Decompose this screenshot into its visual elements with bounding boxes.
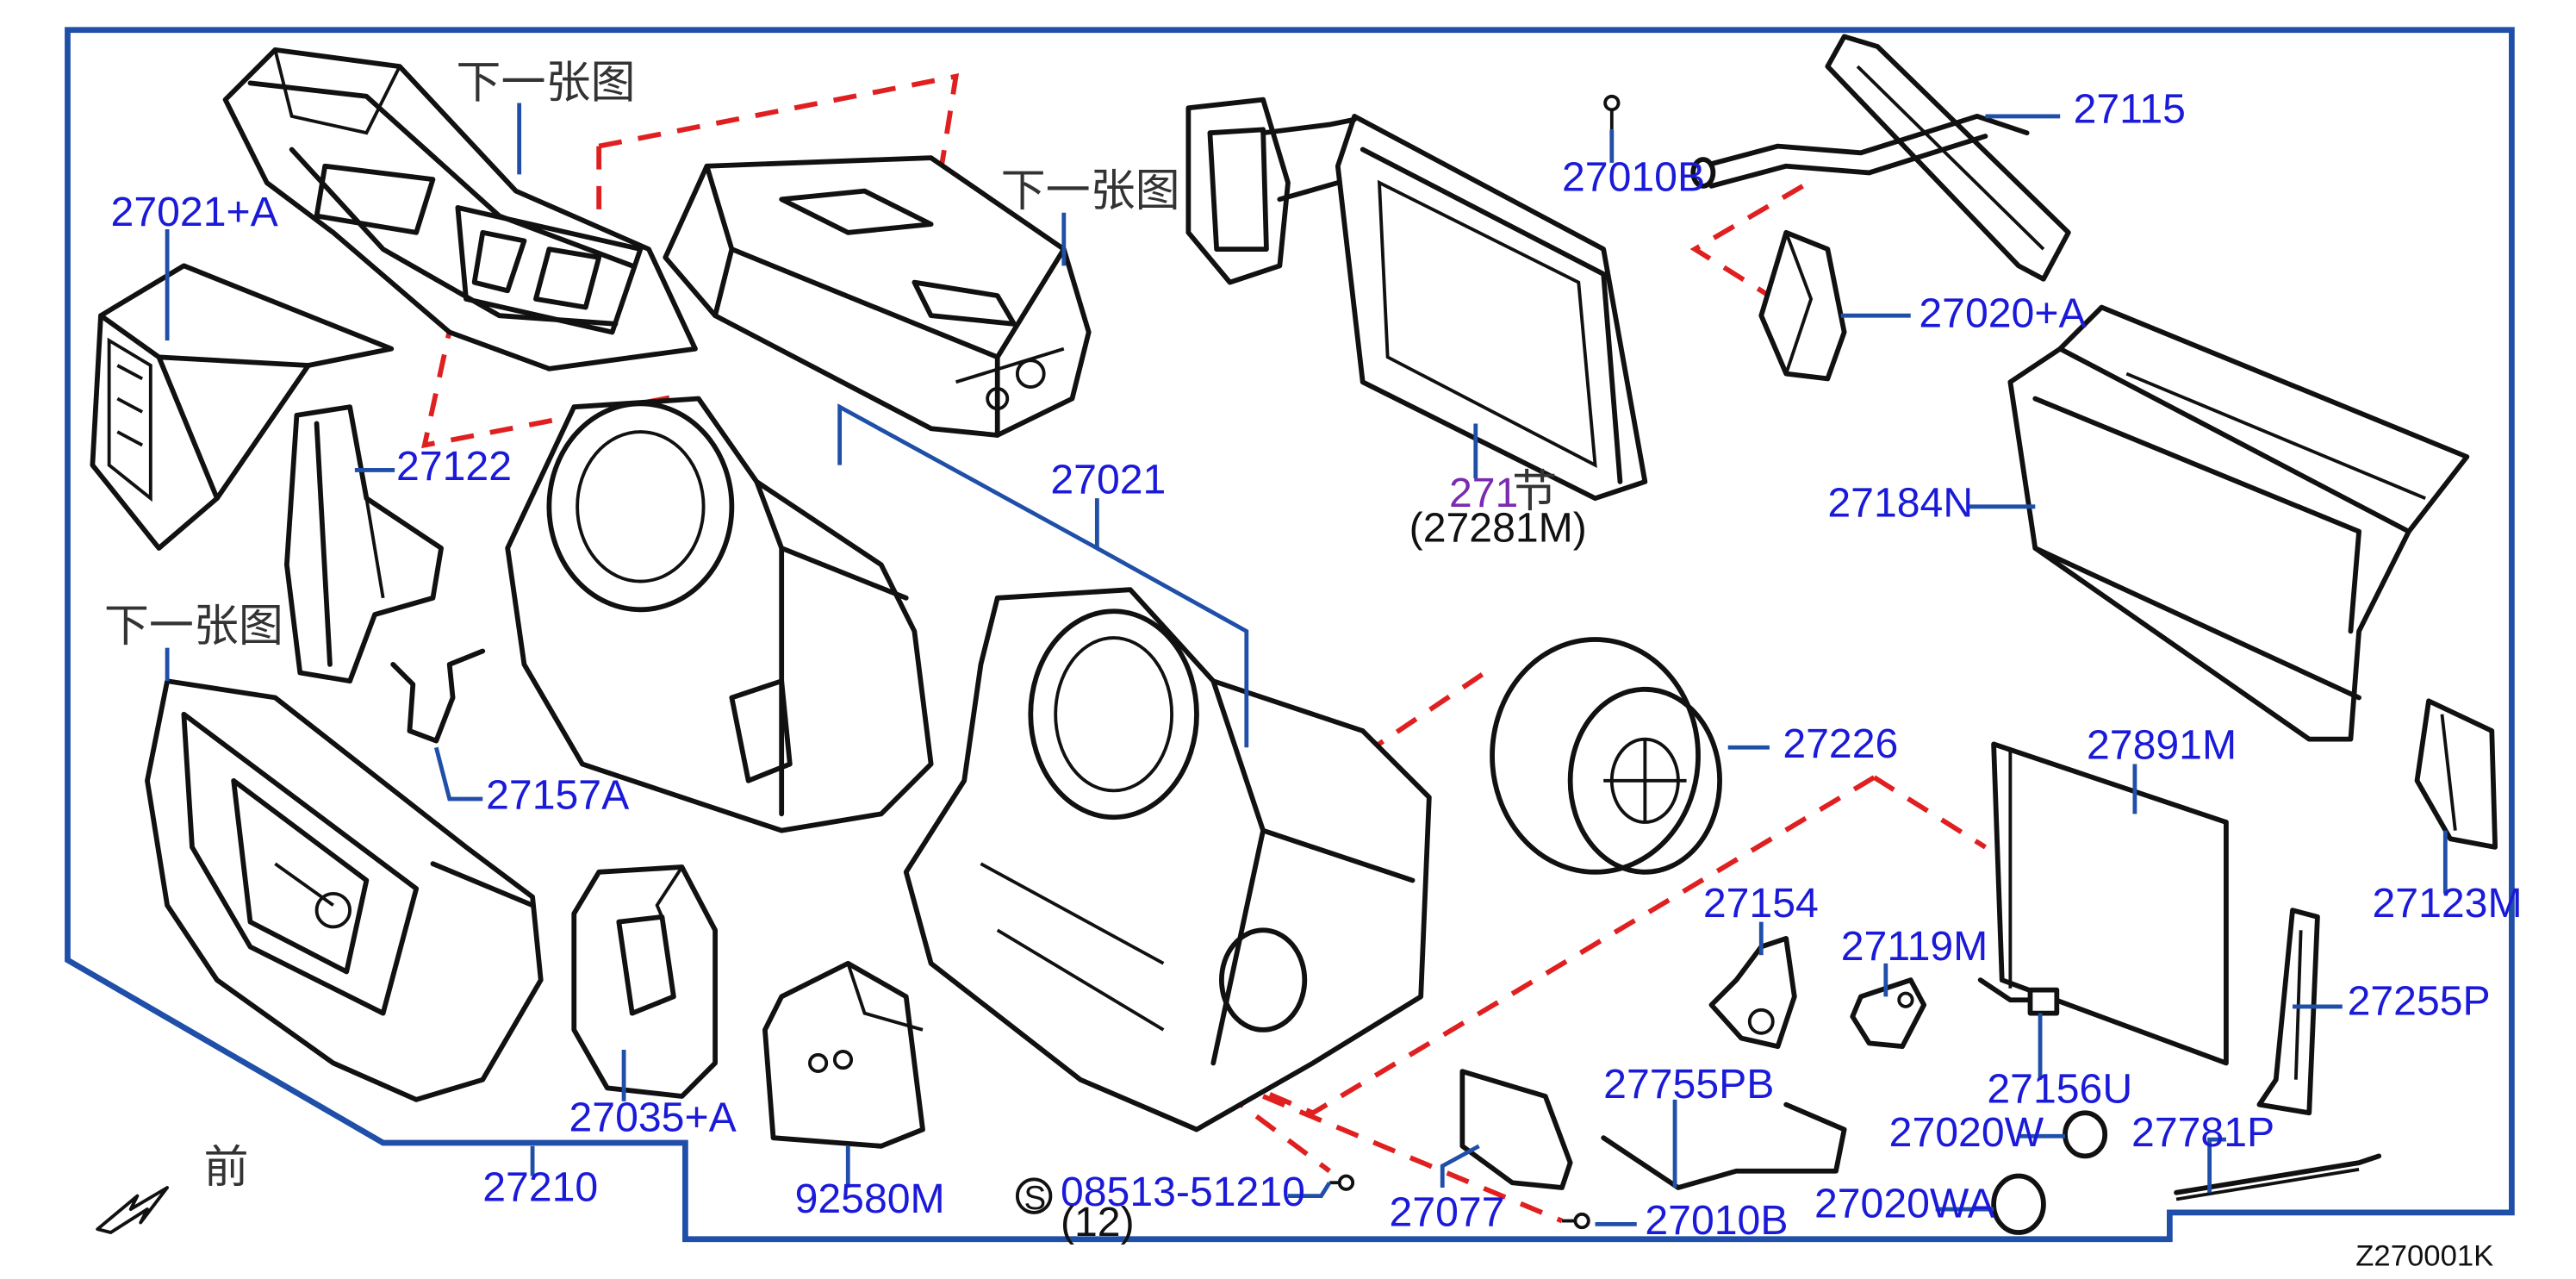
bracket-27123m-part <box>2414 698 2498 850</box>
label-27020w: 27020W <box>1889 1109 2044 1156</box>
heater-core-part <box>1690 34 2071 282</box>
screw-08513-part <box>1329 1174 1355 1191</box>
label-08513-51210: 08513-51210 <box>1061 1169 1305 1215</box>
standard-part-symbol-letter: S <box>1024 1180 1047 1217</box>
blower-motor-part <box>1490 637 1722 875</box>
label-27021-a: 27021+A <box>111 189 279 235</box>
next-page-note-1: 下一张图 <box>456 58 635 109</box>
label-27020wa: 27020WA <box>1814 1181 1996 1227</box>
upper-case-part <box>663 155 1092 438</box>
label-27156u: 27156U <box>1987 1066 2132 1113</box>
label-92580m: 92580M <box>795 1176 945 1222</box>
sensor-27156u-part <box>1977 977 2060 1016</box>
label-27281m: (27281M) <box>1409 504 1587 551</box>
next-page-note-3: 下一张图 <box>104 601 283 652</box>
label-08513-quantity: (12) <box>1061 1199 1135 1245</box>
door-27020a-part <box>1758 229 1847 382</box>
pad-92580m-part <box>762 960 925 1149</box>
seal-27035a-part <box>571 864 718 1099</box>
front-direction-note: 前 <box>203 1142 248 1194</box>
rod-27781p-part <box>2174 1153 2382 1201</box>
front-case-part <box>903 587 1432 1132</box>
front-arrow-icon <box>96 1186 170 1234</box>
label-27115: 27115 <box>2074 86 2186 133</box>
screw-27010b-bottom-part <box>1561 1212 1590 1230</box>
link-27119m-part <box>1850 977 1927 1050</box>
label-27781p: 27781P <box>2131 1109 2274 1156</box>
filter-27891m-part <box>1991 741 2229 1066</box>
label-27010b-top: 27010B <box>1562 154 1705 201</box>
actuator-27154-part <box>1708 936 1797 1050</box>
resistor-27077-part <box>1459 1069 1573 1190</box>
screw-27010b-top-part <box>1603 94 1621 130</box>
gear-27020wa-part <box>1991 1173 2046 1235</box>
intake-27184n-part <box>2007 304 2470 742</box>
label-27255p: 27255P <box>2348 978 2491 1025</box>
label-27755pb: 27755PB <box>1603 1061 1774 1107</box>
label-27035-a: 27035+A <box>569 1094 737 1140</box>
leader-lines <box>165 103 2448 1226</box>
label-271: 271 <box>1449 470 1518 516</box>
label-27184n: 27184N <box>1827 479 1973 526</box>
label-27020-a: 27020+A <box>1919 290 2087 337</box>
strip-27255p-part <box>2256 908 2320 1116</box>
lower-housing-part <box>145 678 544 1102</box>
panel-27122-part <box>283 404 444 684</box>
label-27010b-bottom: 27010B <box>1645 1197 1788 1244</box>
middle-case-part <box>505 396 934 833</box>
label-27123m: 27123M <box>2373 880 2523 926</box>
standard-part-symbol-icon <box>1015 1177 1053 1214</box>
section-mark: 节 <box>1512 466 1557 518</box>
label-27226: 27226 <box>1783 721 1898 767</box>
diagram-code: Z270001K <box>2355 1240 2493 1273</box>
label-27077: 27077 <box>1390 1189 1505 1235</box>
label-27021: 27021 <box>1050 456 1166 502</box>
label-27154: 27154 <box>1703 880 1819 926</box>
next-page-note-2: 下一张图 <box>1001 165 1180 217</box>
evaporator-part <box>1185 97 1648 502</box>
upper-duct-part <box>222 47 698 371</box>
rod-27755pb-part <box>1601 1101 1847 1190</box>
label-27119m: 27119M <box>1841 923 1988 970</box>
label-27122: 27122 <box>396 443 512 490</box>
label-27891m: 27891M <box>2087 722 2237 769</box>
wire-27157a-part <box>390 648 486 744</box>
assembly-bracket-frame <box>65 27 2515 1243</box>
gear-27020w-part <box>2063 1110 2108 1159</box>
label-27210: 27210 <box>482 1164 598 1210</box>
label-27157a: 27157A <box>486 772 630 819</box>
